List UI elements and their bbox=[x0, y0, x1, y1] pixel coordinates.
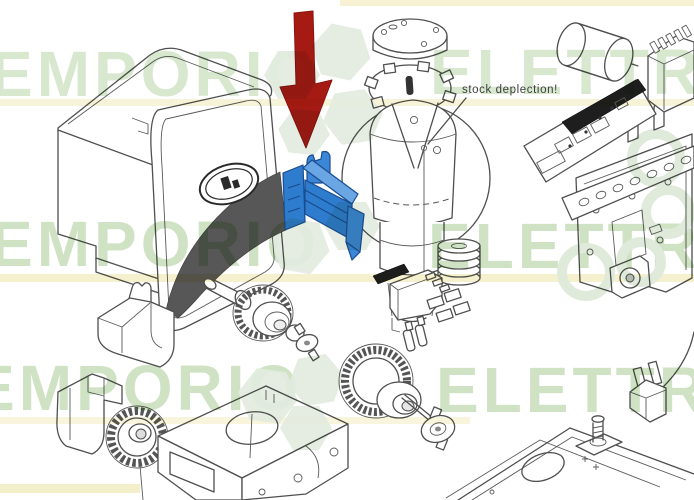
stock-depletion-callout: stock deplection! bbox=[462, 84, 558, 96]
spring-washer-stack-part bbox=[437, 238, 481, 286]
base-plate-part bbox=[445, 415, 694, 500]
highlight-arrow bbox=[279, 10, 333, 149]
brand-oval-logo-icon bbox=[198, 162, 260, 206]
fuse-holders-part bbox=[402, 315, 428, 352]
capacitor-part bbox=[556, 22, 639, 82]
highlighted-mounting-bracket-part bbox=[282, 150, 365, 261]
drive-gear-clutch-part bbox=[203, 278, 320, 362]
worm-gear-wheel-part bbox=[338, 343, 422, 419]
motor-end-cap-part bbox=[372, 18, 448, 60]
limit-switch-bracket-rod-part bbox=[629, 331, 694, 423]
heatsink-bar bbox=[561, 78, 647, 135]
gearbox-housing-part bbox=[157, 385, 349, 500]
release-lever-housing-part bbox=[97, 281, 175, 368]
transformer-part bbox=[647, 24, 694, 113]
terminal-connectors-part bbox=[426, 288, 471, 323]
release-cam-bracket-part bbox=[56, 373, 123, 455]
